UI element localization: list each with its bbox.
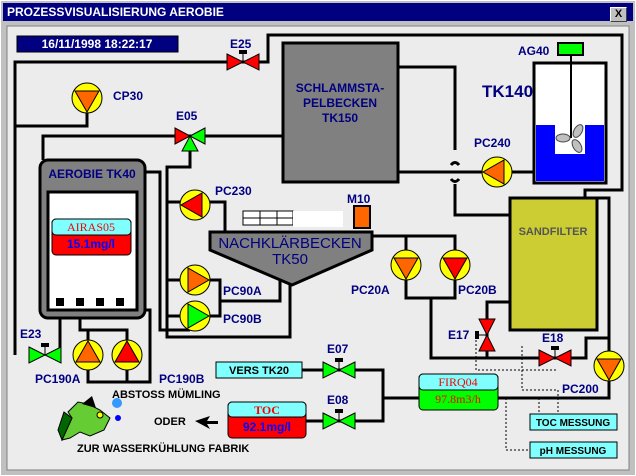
agitator-ag40-label: AG40	[518, 44, 550, 58]
aerators	[56, 298, 124, 306]
airas05-value: 15.1mg/l	[67, 237, 115, 251]
toc-messung-box[interactable]	[529, 413, 618, 431]
ph-messung-label: pH MESSUNG	[540, 446, 607, 457]
tank-tk150[interactable]	[281, 41, 400, 184]
valve-e08-label: E08	[327, 393, 349, 407]
pump-pc90b[interactable]	[179, 300, 211, 332]
tank-tk50[interactable]	[208, 230, 374, 287]
pump-cp30[interactable]	[71, 82, 103, 114]
pump-pc90a[interactable]	[179, 264, 211, 296]
firq04-display[interactable]: FIRQ04 97.8m3/h	[418, 373, 499, 411]
tk50-cover	[293, 211, 343, 227]
tank-tk150-label: SCHLAMMSTA-	[296, 81, 384, 95]
vers-tk20-box[interactable]	[215, 361, 303, 379]
valve-e08[interactable]	[322, 409, 356, 430]
valve-e07[interactable]	[322, 358, 356, 379]
datetime: 16/11/1998 18:22:17	[42, 37, 153, 51]
pump-pc200[interactable]	[593, 350, 625, 382]
valve-e05[interactable]	[174, 127, 206, 152]
pump-pc190b-label: PC190B	[159, 372, 205, 386]
pump-cp30-label: CP30	[113, 89, 143, 103]
airas05-tag: AIRAS05	[67, 220, 115, 234]
toc-value: 92.1mg/l	[243, 420, 291, 434]
close-button[interactable]: X	[610, 7, 627, 22]
valve-e25-label: E25	[230, 37, 252, 51]
pump-pc20b[interactable]	[439, 249, 471, 281]
sandfilter[interactable]	[508, 196, 599, 332]
pump-pc230-label: PC230	[215, 184, 252, 198]
pump-pc20b-label: PC20B	[458, 283, 497, 297]
pipe-crossover	[449, 160, 461, 184]
firq04-tag: FIRQ04	[438, 375, 477, 389]
propeller-icon	[555, 124, 584, 153]
valve-e25[interactable]	[226, 50, 260, 71]
toc-tag: TOC	[254, 403, 280, 417]
valve-e17-label: E17	[448, 328, 470, 342]
window-title: PROZESSVISUALISIERUNG AEROBIE	[7, 5, 224, 19]
tank-tk150-label: PELBECKEN	[303, 96, 377, 110]
title-bar: PROZESSVISUALISIERUNG AEROBIE X	[3, 3, 633, 22]
valve-e23[interactable]	[28, 343, 62, 364]
pump-pc90a-label: PC90A	[223, 284, 262, 298]
tank-tk150-label: TK150	[322, 111, 358, 125]
tank-tk140-label: TK140	[482, 82, 533, 101]
tank-tk40-label: AEROBIE TK40	[48, 167, 136, 181]
vers-tk20-label: VERS TK20	[229, 365, 289, 377]
pump-pc20a[interactable]	[390, 249, 422, 281]
airas05-display[interactable]: AIRAS05 15.1mg/l	[51, 218, 132, 256]
pump-pc190b[interactable]	[111, 339, 143, 371]
valve-e23-label: E23	[20, 327, 42, 341]
oder-label: ODER	[154, 416, 186, 428]
pump-pc240[interactable]	[481, 156, 513, 188]
pump-pc190a[interactable]	[72, 339, 104, 371]
ph-messung-box[interactable]	[529, 441, 618, 459]
pump-pc230[interactable]	[179, 189, 211, 221]
datetime-box	[16, 35, 179, 53]
valve-e05-label: E05	[176, 109, 198, 123]
abstoss-label: ABSTOSS MÜMLING	[112, 388, 221, 401]
valve-e17[interactable]	[475, 318, 496, 352]
motor-m10-label: M10	[347, 192, 371, 206]
valve-e07-label: E07	[327, 342, 349, 356]
motor-m10[interactable]	[353, 205, 371, 229]
valve-e18-label: E18	[542, 331, 564, 345]
pump-pc190a-label: PC190A	[35, 372, 81, 386]
valve-e18[interactable]	[538, 346, 572, 367]
pump-pc240-label: PC240	[474, 136, 511, 150]
toc-display[interactable]: TOC 92.1mg/l	[227, 401, 307, 439]
arrow-left-icon	[195, 416, 218, 429]
fish-icon	[57, 396, 122, 442]
firq04-value: 97.8m3/h	[435, 392, 481, 406]
tank-tk50-label: TK50	[272, 251, 308, 268]
pump-pc20a-label: PC20A	[351, 283, 390, 297]
wasserkuehlung-label: ZUR WASSERKÜHLUNG FABRIK	[77, 442, 249, 455]
pump-pc90b-label: PC90B	[223, 312, 262, 326]
tank-tk50-label: NACHKLÄRBECKEN	[218, 235, 361, 252]
sandfilter-label: SANDFILTER	[519, 226, 588, 238]
pump-pc200-label: PC200	[562, 382, 599, 396]
agitator-ag40-motor[interactable]	[557, 42, 584, 56]
toc-messung-label: TOC MESSUNG	[536, 418, 610, 429]
